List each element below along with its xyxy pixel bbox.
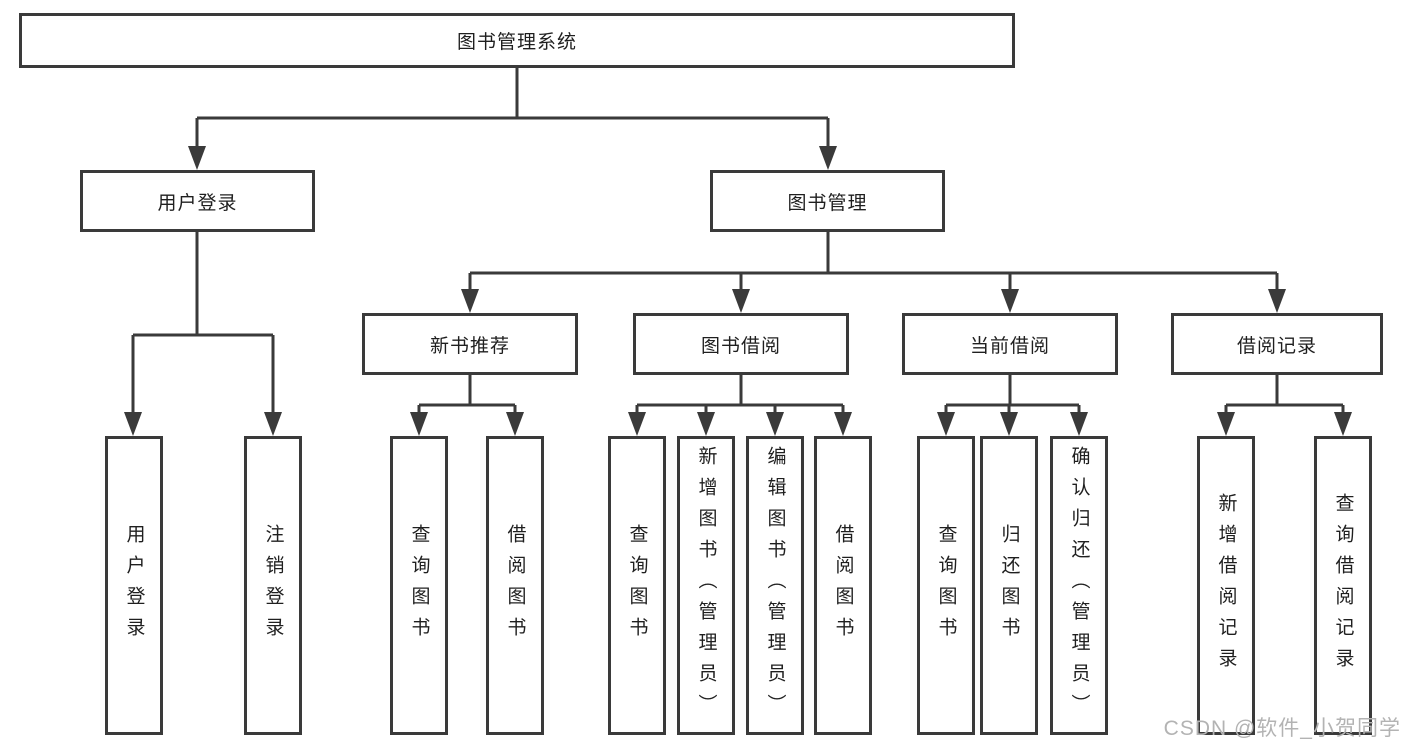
node-current-borrowing: 当前借阅 bbox=[902, 313, 1118, 375]
node-book-borrowing: 图书借阅 bbox=[633, 313, 849, 375]
leaf-label: 新增借阅记录 bbox=[1215, 492, 1237, 679]
leaf-add-borrow-record: 新增借阅记录 bbox=[1197, 436, 1255, 735]
leaf-return-books: 归还图书 bbox=[980, 436, 1038, 735]
leaf-query-books-2: 查询图书 bbox=[608, 436, 666, 735]
leaf-borrow-books-1: 借阅图书 bbox=[486, 436, 544, 735]
node-book-management-module: 图书管理 bbox=[710, 170, 945, 232]
leaf-confirm-return-admin: 确认归还（管理员） bbox=[1050, 436, 1108, 735]
leaf-label: 归还图书 bbox=[998, 523, 1020, 648]
leaf-label: 编辑图书（管理员） bbox=[764, 446, 786, 725]
leaf-query-borrow-record: 查询借阅记录 bbox=[1314, 436, 1372, 735]
leaf-query-books-1: 查询图书 bbox=[390, 436, 448, 735]
leaf-label: 查询图书 bbox=[626, 523, 648, 648]
leaf-label: 新增图书（管理员） bbox=[695, 446, 717, 725]
node-library-management-system: 图书管理系统 bbox=[19, 13, 1015, 68]
leaf-borrow-books-2: 借阅图书 bbox=[814, 436, 872, 735]
leaf-label: 查询图书 bbox=[935, 523, 957, 648]
leaf-query-books-3: 查询图书 bbox=[917, 436, 975, 735]
node-user-login-module: 用户登录 bbox=[80, 170, 315, 232]
leaf-logout: 注销登录 bbox=[244, 436, 302, 735]
leaf-label: 查询图书 bbox=[408, 523, 430, 648]
leaf-edit-books-admin: 编辑图书（管理员） bbox=[746, 436, 804, 735]
node-borrow-records: 借阅记录 bbox=[1171, 313, 1383, 375]
leaf-label: 确认归还（管理员） bbox=[1068, 446, 1090, 725]
leaf-label: 用户登录 bbox=[123, 523, 145, 648]
leaf-label: 查询借阅记录 bbox=[1332, 492, 1354, 679]
leaf-add-books-admin: 新增图书（管理员） bbox=[677, 436, 735, 735]
node-new-book-recommend: 新书推荐 bbox=[362, 313, 578, 375]
leaf-label: 注销登录 bbox=[262, 523, 284, 648]
leaf-label: 借阅图书 bbox=[504, 523, 526, 648]
leaf-user-login: 用户登录 bbox=[105, 436, 163, 735]
leaf-label: 借阅图书 bbox=[832, 523, 854, 648]
csdn-watermark: CSDN @软件_小贺同学 bbox=[1163, 717, 1401, 740]
